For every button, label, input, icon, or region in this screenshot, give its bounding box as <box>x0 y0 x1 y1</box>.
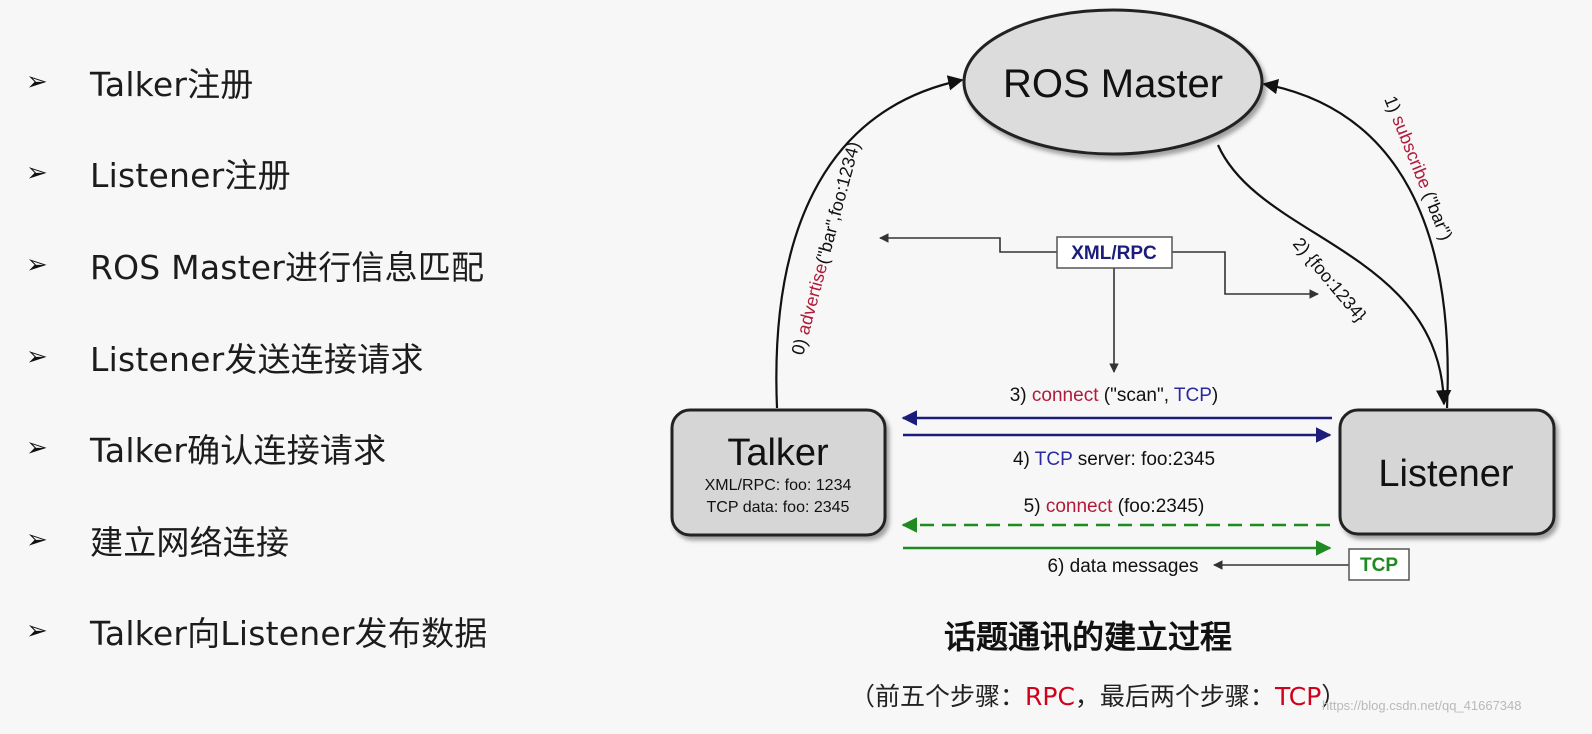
talker-tcp-info: TCP data: foo: 2345 <box>707 499 850 516</box>
server-num: 4) <box>1013 449 1035 470</box>
caption-sub-rpc: RPC <box>1025 682 1075 711</box>
listener-node: Listener <box>1338 408 1556 536</box>
server-proto: TCP <box>1035 449 1073 470</box>
diagram-caption-subtitle: （前五个步骤：RPC，最后两个步骤：TCP） <box>850 677 1346 713</box>
listener-title: Listener <box>1378 453 1514 495</box>
xmlrpc-left-connector <box>879 233 1057 253</box>
step-label: Talker注册 <box>90 64 254 104</box>
connect2-label: 5) connect (foo:2345) <box>1024 496 1205 517</box>
step-label: ROS Master进行信息匹配 <box>90 247 485 287</box>
tcp-label: TCP <box>1360 555 1398 576</box>
connect2-keyword: connect <box>1046 496 1113 517</box>
talker-node: Talker XML/RPC: foo: 1234 TCP data: foo:… <box>670 408 887 537</box>
arrow-bullet-icon: ➢ <box>26 66 48 97</box>
server-rest: server: foo:2345 <box>1072 449 1215 470</box>
server-label: 4) TCP server: foo:2345 <box>1013 449 1215 470</box>
xmlrpc-right-connector <box>1172 251 1319 299</box>
subscribe-args: ("bar") <box>1417 184 1456 243</box>
ros-master-node: ROS Master <box>962 8 1264 156</box>
step-label: Listener发送连接请求 <box>90 339 424 379</box>
talker-box <box>670 408 887 537</box>
caption-sub-mid: ，最后两个步骤： <box>1074 682 1275 711</box>
subscribe-arrow <box>1262 79 1449 409</box>
step-item: ➢ Listener发送连接请求 <box>26 311 626 403</box>
step-label: 建立网络连接 <box>90 522 290 562</box>
step-label: Talker确认连接请求 <box>90 431 387 471</box>
xmlrpc-box: XML/RPC <box>1056 236 1173 269</box>
listener-box <box>1338 408 1556 536</box>
data-label: 6) data messages <box>1047 556 1198 577</box>
reply-arrow <box>1216 144 1452 406</box>
reply-label: 2) {foo:1234} <box>1289 234 1371 326</box>
arrow-bullet-icon: ➢ <box>26 158 48 189</box>
watermark: https://blog.csdn.net/qq_41667348 <box>1322 698 1522 713</box>
talker-title: Talker <box>727 432 829 474</box>
ros-master-label: ROS Master <box>1003 62 1223 106</box>
step-item: ➢ 建立网络连接 <box>26 494 626 586</box>
caption-sub-close: ） <box>1321 682 1347 711</box>
connect-label: 3) connect ("scan", TCP) <box>1010 385 1219 406</box>
xmlrpc-rect <box>1056 236 1173 269</box>
steps-list: ➢Talker注册 ➢Listener注册 ➢ROS Master进行信息匹配 … <box>26 36 626 677</box>
step-label: Listener注册 <box>90 156 291 196</box>
step-label: Talker向Listener发布数据 <box>90 614 488 654</box>
arrow-bullet-icon: ➢ <box>26 433 48 464</box>
advertise-keyword: advertise <box>793 261 831 337</box>
arrow-bullet-icon: ➢ <box>26 616 48 647</box>
caption-sub-open: （前五个步骤： <box>850 682 1026 711</box>
connect-num: 3) <box>1010 385 1032 406</box>
arrow-bullet-icon: ➢ <box>26 524 48 555</box>
connect-mid: ("scan", <box>1098 385 1173 406</box>
talker-xmlrpc-info: XML/RPC: foo: 1234 <box>705 477 852 494</box>
subscribe-keyword: subscribe <box>1388 112 1435 191</box>
step-item: ➢ Talker注册 <box>26 36 626 128</box>
arrow-bullet-icon: ➢ <box>26 249 48 280</box>
advertise-arrow <box>775 75 964 409</box>
advertise-args: ("bar",foo:1234) <box>812 139 864 266</box>
xmlrpc-label: XML/RPC <box>1071 243 1157 264</box>
tcp-rect <box>1348 548 1410 581</box>
subscribe-label: 1) subscribe ("bar") <box>1380 93 1456 243</box>
connect-end: ) <box>1212 385 1218 406</box>
diagram-caption-title: 话题通讯的建立过程 <box>944 618 1233 656</box>
step-item: ➢ Talker向Listener发布数据 <box>26 586 626 678</box>
connect-proto: TCP <box>1174 385 1212 406</box>
tcp-box: TCP <box>1348 548 1410 581</box>
step-item: ➢ ROS Master进行信息匹配 <box>26 219 626 311</box>
connect2-rest: (foo:2345) <box>1112 496 1204 517</box>
connect-keyword: connect <box>1032 385 1099 406</box>
step-item: ➢ Listener注册 <box>26 128 626 220</box>
arrow-bullet-icon: ➢ <box>26 341 48 372</box>
ros-master-ellipse <box>962 8 1264 156</box>
caption-sub-tcp: TCP <box>1274 682 1322 711</box>
step-item: ➢ Talker确认连接请求 <box>26 402 626 494</box>
connect2-num: 5) <box>1024 496 1046 517</box>
